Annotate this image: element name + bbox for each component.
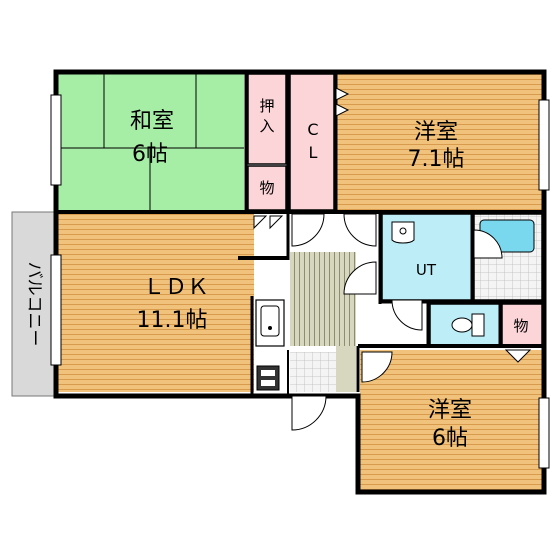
corridor — [290, 250, 356, 346]
yoshitsu-1-name: 洋室 — [414, 120, 458, 145]
oshiire-label-2: 入 — [259, 117, 274, 135]
washitsu-name: 和室 — [130, 109, 174, 134]
windows — [50, 94, 550, 469]
washitsu-size: 6帖 — [132, 142, 168, 167]
walls — [53, 69, 547, 495]
oshiire-closet — [247, 73, 287, 165]
doors — [253, 87, 532, 431]
storage-top-label: 物 — [259, 179, 274, 197]
washbasin-icon — [391, 221, 415, 244]
toilet-icon — [451, 313, 485, 337]
yoshitsu-2-name: 洋室 — [428, 398, 472, 423]
stove-icon — [256, 365, 280, 391]
entrance-floor — [290, 352, 336, 392]
balcony: バルコニー — [11, 211, 55, 397]
washitsu-room — [58, 74, 244, 210]
yoshitsu-2-size: 6帖 — [432, 426, 468, 451]
oshiire-label-1: 押 — [259, 97, 274, 115]
yoshitsu-room-1 — [336, 74, 542, 210]
closet-cl — [289, 73, 335, 211]
utility-label: UT — [416, 261, 437, 279]
ldk-size: 11.1帖 — [137, 308, 208, 333]
closet-label-2: L — [309, 143, 318, 162]
yoshitsu-1-size: 7.1帖 — [408, 147, 465, 172]
closet-label-1: C — [307, 120, 318, 139]
storage-bath-label: 物 — [513, 317, 528, 335]
ldk-name: ＬＤＫ — [143, 275, 209, 300]
balcony-label: バルコニー — [24, 262, 44, 347]
yoshitsu-room-2 — [360, 350, 542, 490]
kitchen-sink-icon — [255, 299, 285, 347]
storage-top — [247, 165, 287, 211]
